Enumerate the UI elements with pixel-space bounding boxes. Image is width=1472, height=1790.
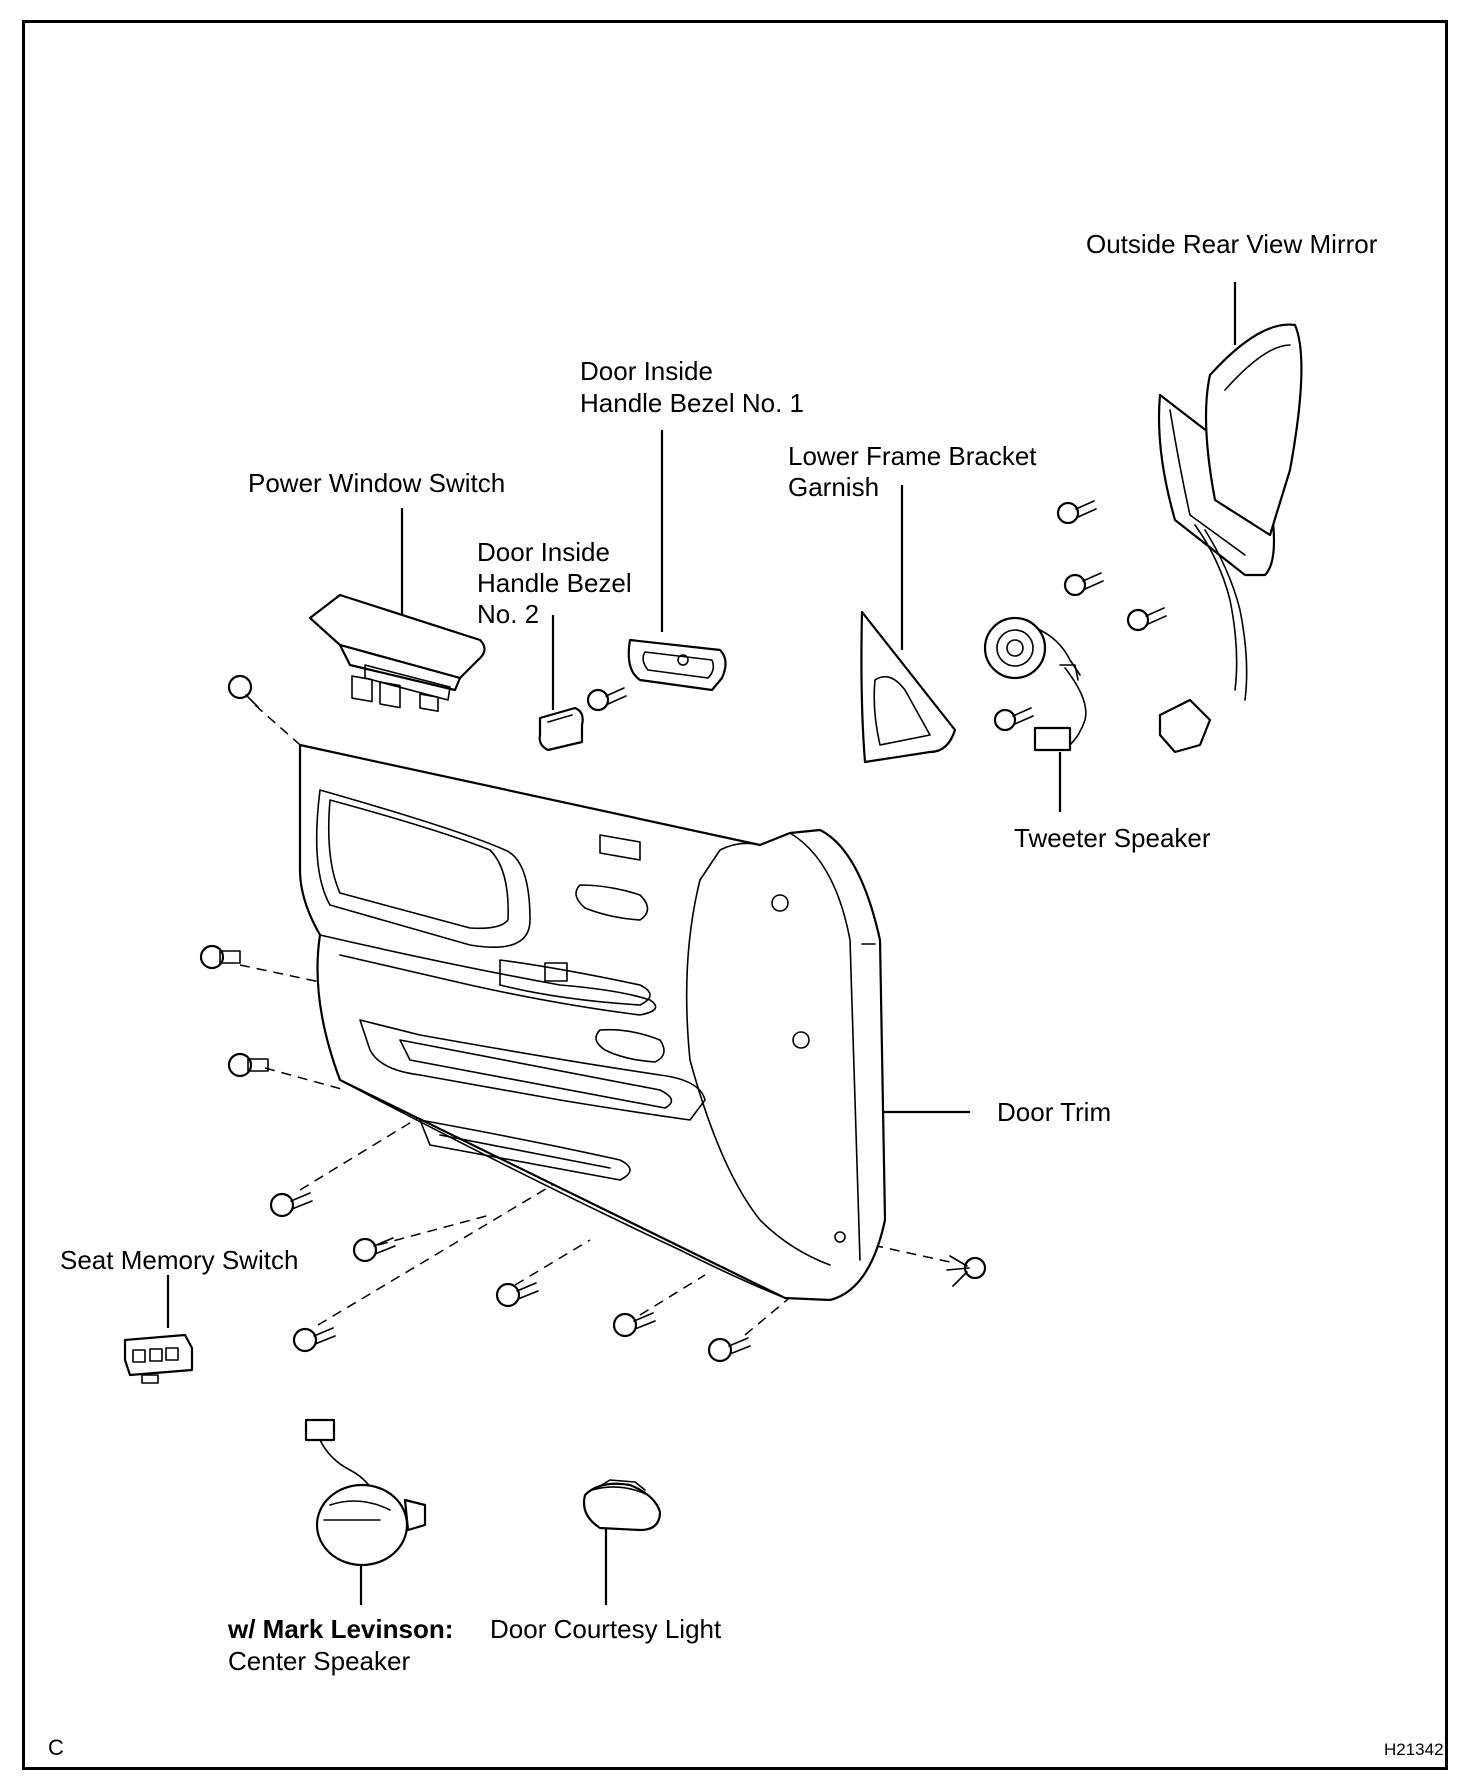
label-seat-memory-switch: Seat Memory Switch (60, 1245, 299, 1275)
label-center-speaker-prefix: w/ Mark Levinson: (228, 1614, 453, 1645)
label-outside-rear-view-mirror: Outside Rear View Mirror (1086, 229, 1378, 259)
handle-bezel-no2 (538, 706, 584, 752)
leader-lines (166, 282, 1237, 1605)
seat-memory-switch (123, 1333, 194, 1384)
label-handle-bezel-no2-line1: Door Inside (477, 537, 610, 567)
handle-bezel-no1 (627, 638, 727, 692)
diagram-frame (22, 20, 1448, 1770)
label-power-window-switch: Power Window Switch (248, 468, 506, 498)
label-door-trim: Door Trim (997, 1097, 1112, 1127)
label-handle-bezel-no2-line2: Handle Bezel (477, 568, 632, 598)
figure-code: H21342 (1384, 1740, 1444, 1759)
label-lower-frame-bracket-line1: Lower Frame Bracket (788, 441, 1037, 471)
label-handle-bezel-no2-line3: No. 2 (477, 599, 540, 629)
label-handle-bezel-no1-line2: Handle Bezel No. 1 (580, 388, 805, 418)
label-door-courtesy-light: Door Courtesy Light (490, 1614, 722, 1644)
outside-rear-view-mirror (1157, 323, 1303, 754)
corner-letter: C (48, 1735, 64, 1760)
door-courtesy-light (582, 1479, 662, 1532)
mark-levinson-prefix: w/ Mark Levinson: (228, 1614, 454, 1644)
label-lower-frame-bracket-line2: Garnish (788, 472, 880, 502)
lower-frame-bracket-garnish (860, 610, 957, 764)
tweeter-speaker (983, 616, 1087, 752)
door-trim-panel (298, 743, 887, 1302)
label-handle-bezel-no1-line1: Door Inside (580, 356, 713, 386)
label-center-speaker: Center Speaker (228, 1646, 411, 1676)
label-tweeter-speaker: Tweeter Speaker (1014, 823, 1211, 853)
screws (199, 500, 1167, 1363)
center-speaker (304, 1418, 427, 1567)
power-window-switch (308, 593, 486, 713)
